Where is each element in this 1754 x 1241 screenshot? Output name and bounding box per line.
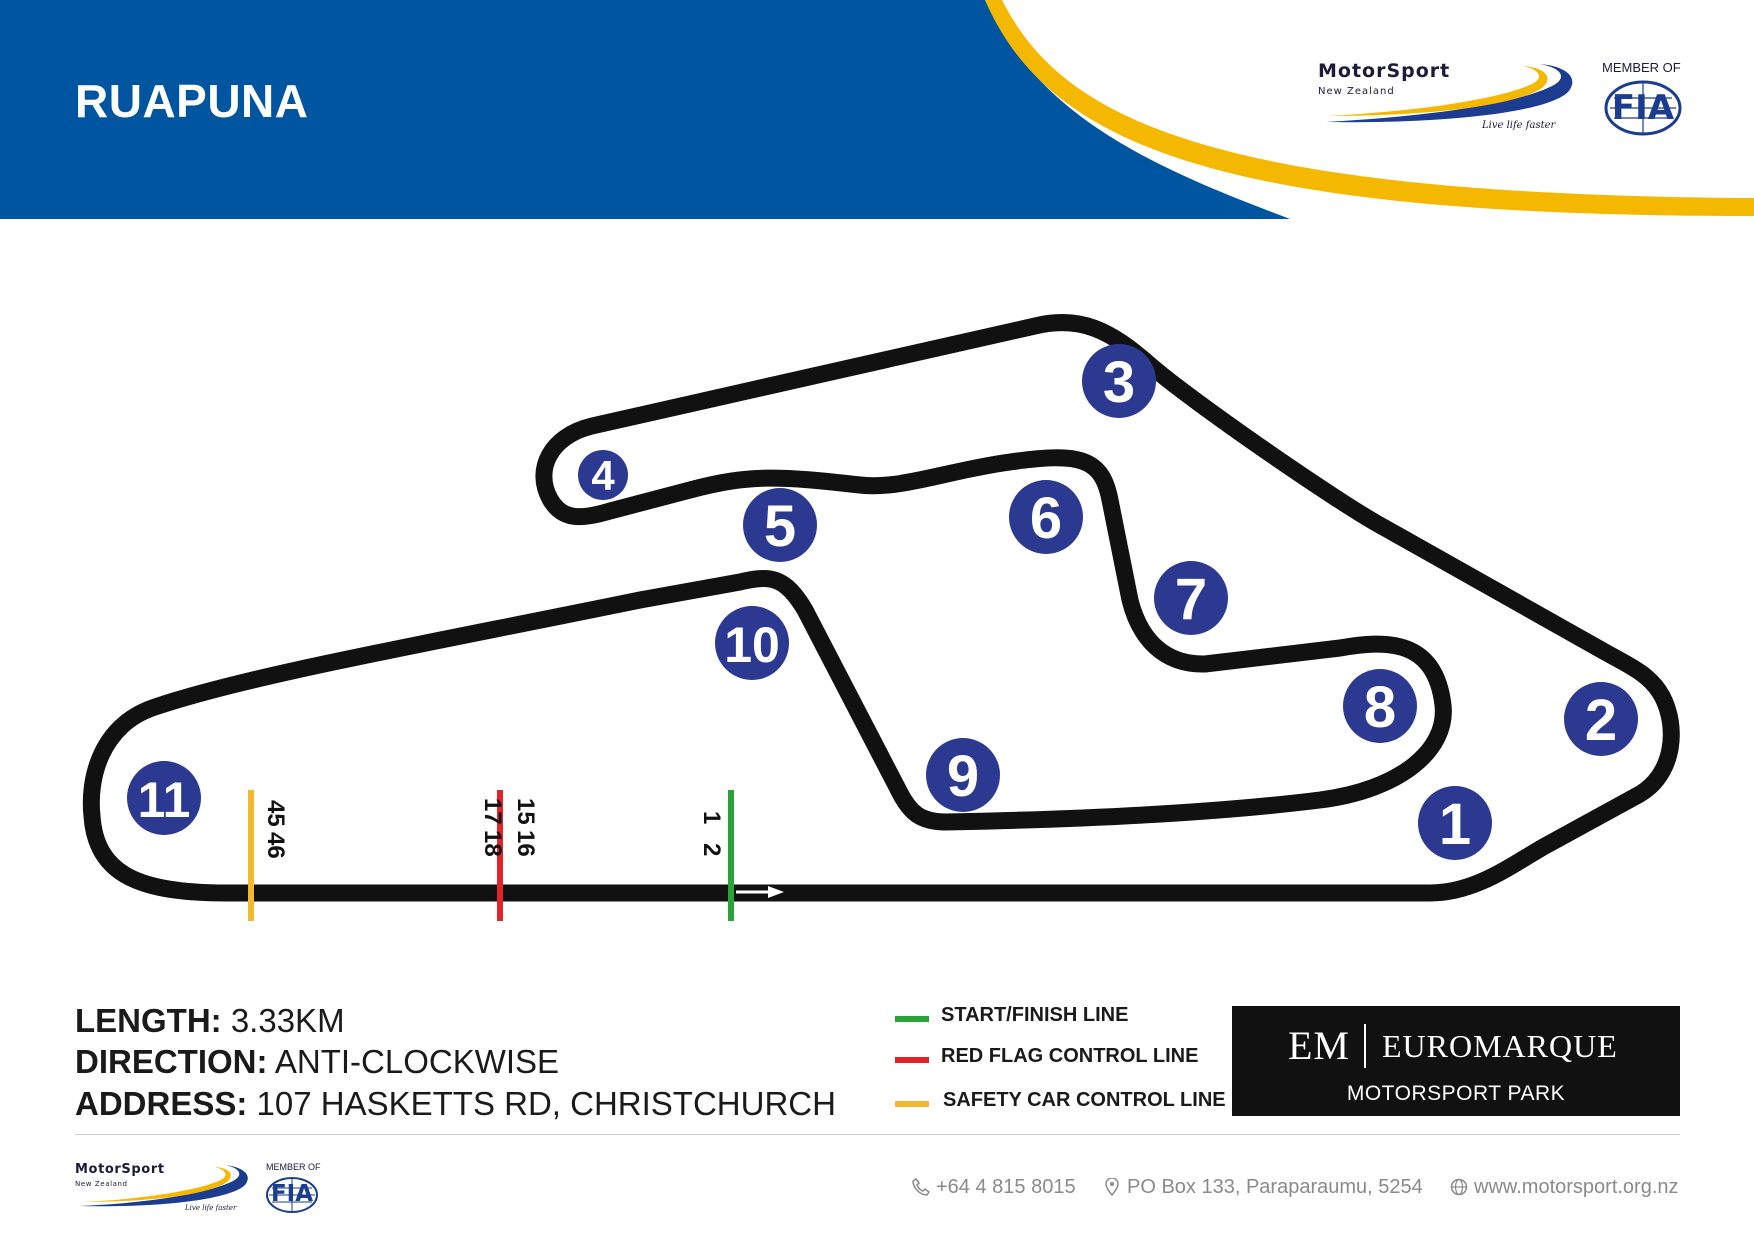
address-value: 107 HASKETTS RD, CHRISTCHURCH	[256, 1085, 836, 1122]
logo-country-text: New Zealand	[1318, 86, 1395, 97]
logo-swoosh-icon	[1326, 64, 1573, 123]
corner-number: 6	[1030, 486, 1062, 551]
direction-value: ANTI-CLOCKWISE	[274, 1043, 560, 1080]
legend-label: SAFETY CAR CONTROL LINE	[943, 1089, 1226, 1111]
corner-badge-7: 7	[1154, 561, 1228, 635]
globe-icon	[1450, 1178, 1468, 1196]
post-label: 18	[479, 830, 506, 857]
logo-tagline-text: Live life faster	[185, 1204, 237, 1212]
logo-brand-text: MotorSport	[1318, 60, 1451, 82]
member-of-label: MEMBER OF	[1602, 60, 1681, 75]
corner-badge-2: 2	[1564, 682, 1638, 756]
logo-swoosh-icon	[79, 1165, 248, 1207]
track-outline	[82, 314, 1680, 902]
sponsor-logo: EM EUROMARQUE MOTORSPORT PARK	[1232, 1006, 1680, 1116]
corner-badge-9: 9	[926, 738, 1000, 812]
footer-postal-address: PO Box 133, Paraparaumu, 5254	[1127, 1176, 1423, 1198]
footer-website-link[interactable]: www.motorsport.org.nz	[1474, 1176, 1679, 1198]
fia-globe-icon	[1604, 80, 1682, 136]
logo-country-text: New Zealand	[75, 1180, 128, 1188]
page-title: RUAPUNA	[75, 75, 309, 127]
corner-number: 11	[138, 772, 191, 828]
corner-badge-4: 4	[578, 450, 628, 500]
legend-label: RED FLAG CONTROL LINE	[941, 1045, 1199, 1067]
footer-divider	[75, 1134, 1680, 1135]
fia-text: FIA	[270, 1181, 314, 1207]
corner-badge-5: 5	[743, 488, 817, 562]
sponsor-subtitle: MOTORSPORT PARK	[1346, 1082, 1566, 1105]
address-info: ADDRESS: 107 HASKETTS RD, CHRISTCHURCH	[75, 1085, 836, 1123]
corner-number: 7	[1175, 567, 1207, 632]
post-label: 17	[479, 798, 506, 825]
corner-number: 5	[764, 494, 796, 559]
corner-number: 8	[1364, 675, 1396, 740]
legend-swatch	[895, 1016, 929, 1022]
corner-number: 10	[724, 617, 780, 673]
footer-member-of-label: MEMBER OF	[266, 1162, 321, 1172]
post-label: 2	[698, 843, 725, 856]
legend-label: START/FINISH LINE	[941, 1004, 1129, 1026]
corner-badge-8: 8	[1343, 669, 1417, 743]
length-label: LENGTH:	[75, 1002, 222, 1039]
phone-icon	[912, 1178, 930, 1196]
corner-number: 4	[591, 452, 615, 499]
fia-badge: FIA	[1604, 80, 1682, 136]
corner-badge-6: 6	[1009, 480, 1083, 554]
footer-motorsport-nz-logo: MotorSport New Zealand Live life faster	[75, 1160, 250, 1216]
corner-number: 9	[947, 744, 979, 809]
address-label: ADDRESS:	[75, 1085, 248, 1122]
post-label: 1	[698, 811, 725, 824]
logo-tagline-text: Live life faster	[1482, 120, 1556, 131]
sponsor-name: EUROMARQUE	[1382, 1028, 1618, 1064]
direction-arrow-icon	[736, 886, 784, 898]
corner-badge-3: 3	[1082, 344, 1156, 418]
header-shape	[0, 0, 1754, 219]
footer-fia-badge: FIA	[265, 1176, 319, 1214]
direction-label: DIRECTION:	[75, 1043, 268, 1080]
post-label: 46	[262, 832, 289, 859]
sponsor-divider	[1364, 1024, 1366, 1068]
post-label: 16	[512, 830, 539, 857]
circuit-map: 45 46 15 16 17 18 1 2 1 2 3 4 5 6 7 8 9 …	[82, 314, 1680, 921]
footer-phone: +64 4 815 8015	[936, 1176, 1076, 1198]
sponsor-monogram: EM	[1288, 1023, 1350, 1068]
post-label: 15	[512, 798, 539, 825]
fia-text: FIA	[1611, 88, 1675, 128]
fia-globe-icon	[266, 1177, 318, 1213]
corner-badge-1: 1	[1418, 786, 1492, 860]
corner-badge-11: 11	[127, 761, 201, 835]
location-pin-icon	[1105, 1178, 1119, 1196]
corner-badge-10: 10	[715, 606, 789, 680]
motorsport-nz-logo: MotorSport New Zealand Live life faster	[1318, 56, 1576, 136]
logo-brand-text: MotorSport	[75, 1162, 165, 1177]
legend-swatch	[895, 1057, 929, 1063]
corner-number: 3	[1103, 350, 1135, 415]
corner-number: 2	[1585, 688, 1617, 753]
length-value: 3.33KM	[230, 1002, 345, 1039]
direction-info: DIRECTION: ANTI-CLOCKWISE	[75, 1043, 559, 1081]
post-label: 45	[262, 800, 289, 827]
length-info: LENGTH: 3.33KM	[75, 1002, 345, 1040]
header-banner: RUAPUNA MotorSport New Zealand Live life…	[0, 0, 1754, 219]
corner-number: 1	[1439, 792, 1471, 857]
legend-swatch	[895, 1101, 929, 1107]
